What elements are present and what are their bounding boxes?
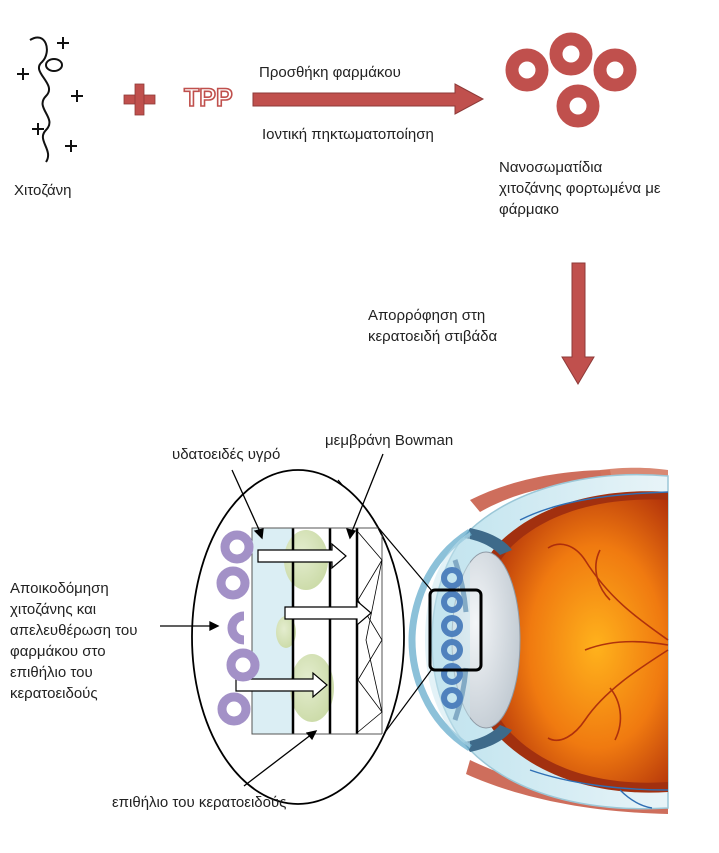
absorption-arrow [561,262,595,385]
plus-charge-icons [17,37,83,152]
degrading-nanoparticles [216,530,260,726]
nanoparticle-ring [441,663,463,685]
ionic-gelation-label: Ιοντική πηκτωματοποίηση [262,126,434,143]
bowman-membrane-label: μεμβράνη Bowman [325,432,454,449]
drug-loaded-nanoparticles [505,32,637,128]
nanoparticle-ring [217,692,251,726]
aqueous-humor-label: υδατοειδές υγρό [172,446,281,463]
process-arrow [252,83,485,115]
nanoparticle-ring [441,591,463,613]
nanoparticle-ring [441,567,463,589]
nanoparticle-ring [226,648,260,682]
nanoparticle-ring [220,530,254,564]
chitosan-chain [17,36,83,163]
nanoparticle-ring [505,48,549,92]
nanoparticle-ring [593,48,637,92]
chitosan-label: Χιτοζάνη [14,182,72,199]
tpp-label: TPP [183,83,233,113]
drug-addition-label: Προσθήκη φαρμάκου [259,64,401,81]
absorption-label: Απορρόφηση στη κερατοειδή στιβάδα [368,307,498,345]
half-ring [227,611,245,645]
cell-blob [276,616,296,648]
nanoparticle-ring [216,566,250,600]
eye-illustration [408,467,669,814]
nanoparticle-ring [441,687,463,709]
zoom-highlight-box [428,588,483,672]
corneal-epithelium-label: επιθήλιο του κερατοειδούς [112,794,287,811]
nanoparticle-ring [441,639,463,661]
degradation-label: Αποικοδόμηση χιτοζάνης και απελευθέρωση … [10,580,138,702]
chitosan-loop [45,58,63,72]
nanoparticle-ring [441,615,463,637]
plus-sign-icon [123,83,156,116]
nanoparticle-ring [556,84,600,128]
label-pointers [160,453,384,787]
release-arrows [235,542,372,699]
nanoparticles-label: Νανοσωματίδια χιτοζάνης φορτωμένα με φάρ… [499,159,661,218]
corneal-nanoparticles [441,567,463,709]
magnified-cornea [191,469,405,805]
nanoparticle-ring [549,32,593,76]
